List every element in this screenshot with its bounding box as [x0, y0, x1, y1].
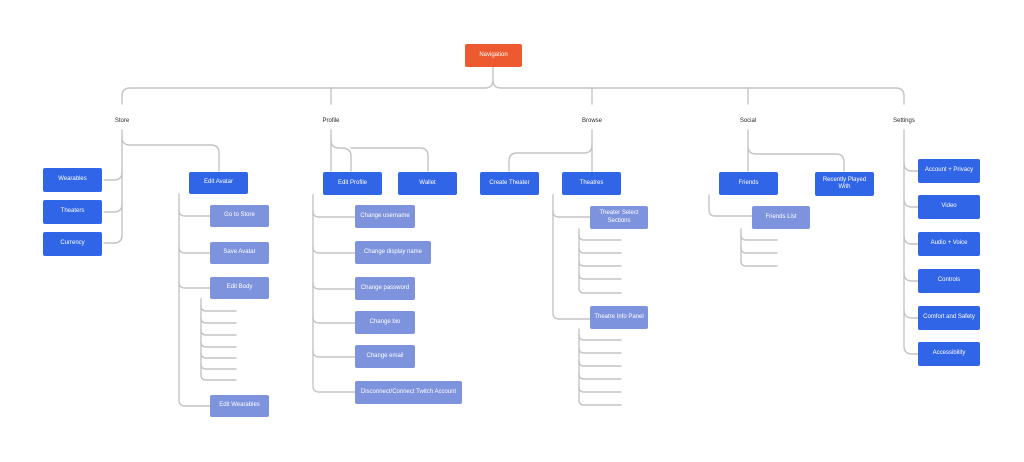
- theatre-info-panel-node[interactable]: Theatre Info Panel: [590, 306, 648, 329]
- recently-played-with-node[interactable]: Recently Played With: [815, 172, 874, 196]
- edit-wearables-node[interactable]: Edit Wearables: [210, 395, 269, 417]
- category-settings: Settings: [893, 118, 915, 124]
- change-email-node[interactable]: Change email: [355, 345, 415, 368]
- comfort-safety-node[interactable]: Comfort and Safety: [918, 306, 980, 330]
- change-bio-node[interactable]: Change bio: [355, 311, 415, 334]
- edit-profile-node[interactable]: Edit Profile: [323, 172, 382, 195]
- category-store: Store: [114, 118, 130, 124]
- change-display-name-node[interactable]: Change display name: [355, 241, 431, 264]
- category-browse: Browse: [581, 118, 603, 124]
- save-avatar-node[interactable]: Save Avatar: [210, 242, 269, 264]
- go-to-store-node[interactable]: Go to Store: [210, 205, 269, 227]
- audio-voice-node[interactable]: Audio + Voice: [918, 232, 980, 256]
- category-profile: Profile: [322, 118, 340, 124]
- edit-avatar-node[interactable]: Edit Avatar: [189, 172, 248, 194]
- edit-body-node[interactable]: Edit Body: [210, 277, 269, 299]
- account-privacy-node[interactable]: Account + Privacy: [918, 159, 980, 183]
- video-node[interactable]: Video: [918, 195, 980, 219]
- change-password-node[interactable]: Change password: [355, 277, 415, 300]
- create-theater-node[interactable]: Create Theater: [480, 172, 539, 195]
- theater-select-sections-node[interactable]: Theater Select Sections: [590, 206, 648, 229]
- disconnect-twitch-node[interactable]: Disconnect/Connect Twitch Account: [355, 381, 462, 404]
- change-username-node[interactable]: Change username: [355, 205, 415, 228]
- navigation-node[interactable]: Navigation: [465, 44, 522, 67]
- friends-node[interactable]: Friends: [719, 172, 778, 195]
- currency-node[interactable]: Currency: [43, 232, 102, 256]
- theaters-node[interactable]: Theaters: [43, 200, 102, 224]
- category-social: Social: [739, 118, 757, 124]
- controls-node[interactable]: Controls: [918, 269, 980, 293]
- wallet-node[interactable]: Wallet: [398, 172, 457, 195]
- wearables-node[interactable]: Wearables: [43, 168, 102, 192]
- friends-list-node[interactable]: Friends List: [752, 206, 810, 229]
- theatres-node[interactable]: Theatres: [562, 172, 621, 195]
- accessibility-node[interactable]: Accessibility: [918, 342, 980, 366]
